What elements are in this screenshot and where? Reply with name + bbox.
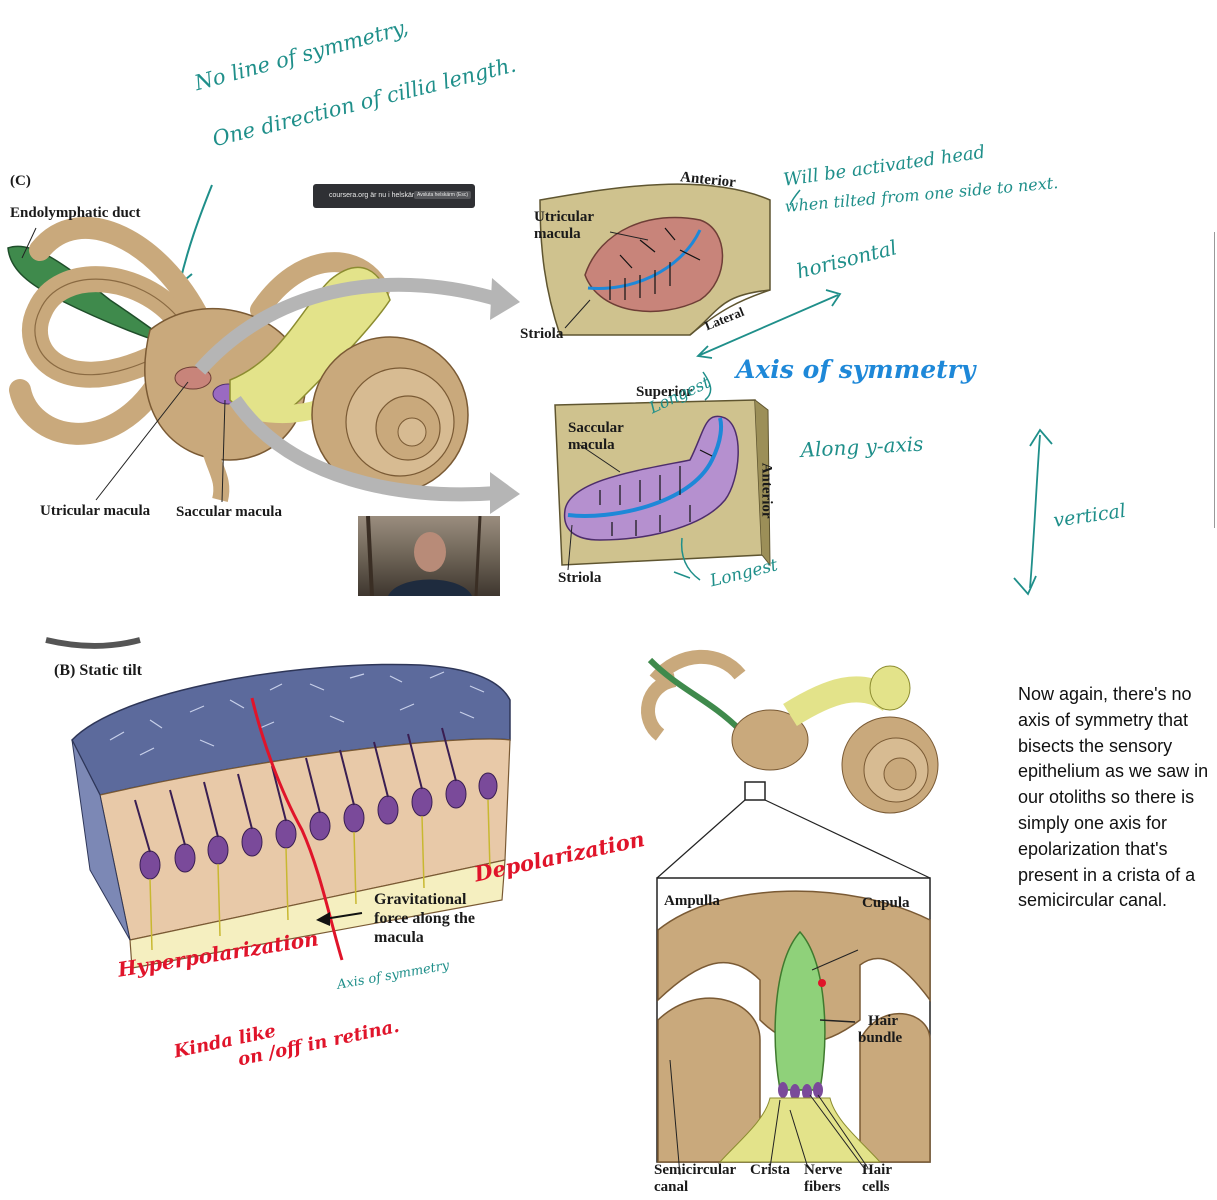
cupula-shape	[774, 930, 826, 1091]
lecturer-figure-icon	[366, 516, 482, 596]
crista-explanation-note: Now again, there's no axis of symmetry t…	[1018, 684, 1209, 911]
label-gravitational-force-2: force along the	[374, 910, 476, 927]
utricular-macula-shape	[174, 366, 212, 390]
label-superior: Superior	[636, 384, 693, 400]
fullscreen-notice-bar: coursera.org är nu i helskärm Avsluta he…	[313, 184, 475, 208]
label-utricular-inset-2: macula	[534, 226, 581, 242]
label-crista: Crista	[750, 1162, 790, 1178]
label-nerve-fibers-1: Nerve	[804, 1162, 843, 1178]
utricle-polarity-arrows	[609, 227, 701, 300]
panel-label-b-static-tilt: (B) Static tilt	[54, 662, 142, 679]
label-saccular-macula: Saccular macula	[176, 504, 282, 520]
otoconia-crystals	[109, 671, 485, 756]
crista-nerve-fibers	[718, 1097, 882, 1163]
label-utricular-macula: Utricular macula	[40, 503, 151, 519]
hair-bundles	[134, 727, 457, 853]
panel-label-c: (C)	[10, 173, 31, 189]
label-striola-top: Striola	[520, 326, 564, 342]
arrow-to-saccule	[229, 396, 499, 502]
static-tilt-and-crista-diagram	[45, 637, 939, 1176]
horizontal-double-arrow	[699, 294, 839, 356]
exit-fullscreen-button[interactable]: Avsluta helskärm (Esc)	[413, 191, 471, 199]
label-semicircular-canal-1: Semicircular	[654, 1162, 737, 1178]
inner-ear-small	[641, 649, 939, 814]
utricle-striola-line	[587, 229, 702, 290]
edge-divider	[1214, 232, 1215, 528]
hair-bundle-marker	[818, 979, 826, 987]
saccule-polarity-arrows	[599, 449, 713, 536]
vertical-double-arrow	[1029, 434, 1041, 589]
nerve-endings	[149, 799, 491, 951]
inner-ear-otolith-diagram	[7, 183, 1053, 596]
label-cupula: Cupula	[862, 895, 910, 911]
red-axis-line	[250, 697, 344, 961]
label-hair-bundle-1: Hair	[868, 1013, 898, 1029]
label-gravitational-force-1: Gravitational	[374, 891, 467, 908]
cochlea	[311, 336, 469, 494]
label-saccular-inset-2: macula	[568, 437, 615, 453]
arrow-to-utricle	[194, 277, 503, 375]
label-hair-cells-2: cells	[862, 1179, 890, 1195]
fullscreen-notice-text: coursera.org är nu i helskärm	[329, 192, 421, 199]
label-ampulla: Ampulla	[664, 893, 720, 909]
label-hair-cells-1: Hair	[862, 1162, 892, 1178]
annotation-no-line-of-symmetry: No line of symmetry,	[192, 15, 411, 96]
lecturer-video-thumbnail	[358, 516, 500, 596]
label-gravitational-force-3: macula	[374, 929, 424, 946]
hair-cells	[139, 772, 498, 880]
label-utricular-inset-1: Utricular	[534, 209, 594, 225]
label-hair-bundle-2: bundle	[858, 1030, 903, 1046]
annotation-axis-of-symmetry-top: Axis of symmetry	[736, 355, 976, 384]
label-endolymphatic-duct: Endolymphatic duct	[10, 205, 141, 221]
annotation-pointer-line	[179, 184, 213, 283]
semicircular-canals	[9, 216, 390, 445]
crista-hair-cells	[778, 1082, 823, 1100]
saccular-macula-inset	[563, 415, 739, 541]
label-semicircular-canal-2: canal	[654, 1179, 689, 1195]
label-anterior-side: Anterior	[758, 462, 775, 519]
basal-layer	[129, 859, 506, 969]
label-nerve-fibers-2: fibers	[804, 1179, 841, 1195]
label-saccular-inset-1: Saccular	[568, 420, 624, 436]
saccule-striola-line	[567, 417, 723, 518]
label-striola-bottom: Striola	[558, 570, 602, 586]
